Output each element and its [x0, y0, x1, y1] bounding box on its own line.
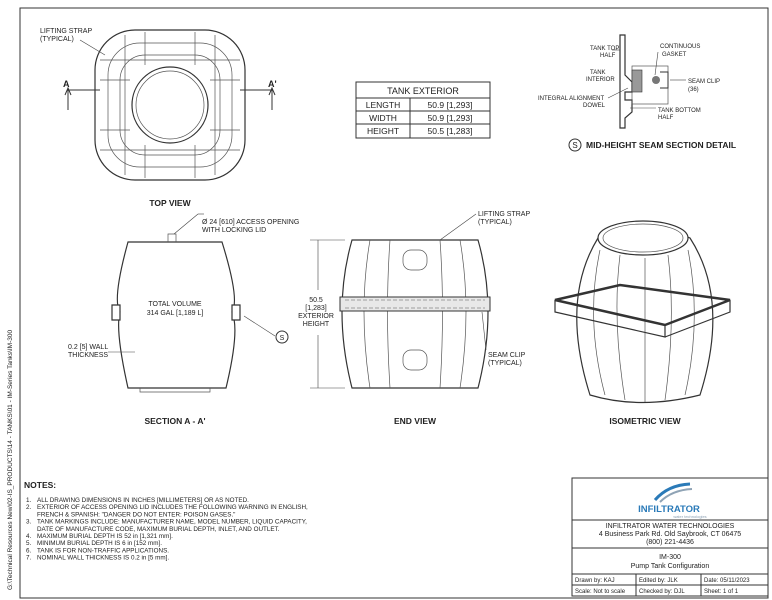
drawing-date: Date: 05/11/2023 — [704, 578, 750, 584]
section-marker-a-prime: A' — [268, 79, 277, 89]
note-number: 1. — [26, 497, 32, 504]
end-view-title: END VIEW — [394, 416, 437, 426]
note-text: FRENCH & SPANISH: "DANGER DO NOT ENTER: … — [37, 511, 235, 518]
height-dim: 50.5 — [309, 297, 323, 304]
note-text: TANK MARKINGS INCLUDE: MANUFACTURER NAME… — [37, 519, 307, 526]
end-strap-label-2: (TYPICAL) — [478, 219, 512, 226]
label-seam-clip-qty: (36) — [688, 87, 699, 93]
end-view: 50.5 [1,283] EXTERIOR HEIGHT LIFTING STR… — [298, 211, 530, 426]
seam-section-detail: TANK TOP HALF CONTINUOUS GASKET TANK INT… — [538, 34, 736, 152]
note-number: 3. — [26, 519, 32, 526]
sheet-border — [19, 7, 769, 599]
top-view: A A' LIFTING STRAP (TYPICAL) TOP VIEW — [40, 28, 277, 208]
row-value-length: 50.9 [1,293] — [428, 100, 473, 110]
label-tank-top: TANK TOP — [590, 46, 619, 52]
seam-clip-label: SEAM CLIP — [488, 352, 526, 359]
seam-callout: S — [280, 335, 285, 342]
label-gasket-2: GASKET — [662, 52, 687, 58]
note-text: EXTERIOR OF ACCESS OPENING LID INCLUDES … — [37, 504, 308, 511]
note-text: MAXIMUM BURIAL DEPTH IS 52 in [1,321 mm]… — [37, 533, 173, 540]
logo-subtext: water technologies — [673, 514, 706, 519]
volume-label: TOTAL VOLUME — [148, 301, 201, 308]
notes-title: NOTES: — [24, 480, 56, 490]
seam-symbol: S — [572, 141, 577, 150]
drawn-by: Drawn by: KAJ — [575, 578, 615, 584]
note-number: 5. — [26, 540, 32, 547]
section-outline — [116, 241, 236, 389]
end-strap-label: LIFTING STRAP — [478, 211, 530, 218]
row-label-width: WIDTH — [369, 113, 397, 123]
seam-symbol-circle — [568, 138, 582, 152]
row-value-height: 50.5 [1,283] — [428, 126, 473, 136]
volume-value: 314 GAL [1,189 L] — [147, 310, 204, 317]
company-phone: (800) 221-4436 — [646, 539, 694, 546]
label-tank-bottom-half: HALF — [658, 115, 674, 121]
row-value-width: 50.9 [1,293] — [428, 113, 473, 123]
table-header: TANK EXTERIOR — [387, 86, 459, 96]
seam-detail-title: MID-HEIGHT SEAM SECTION DETAIL — [586, 140, 736, 150]
row-label-height: HEIGHT — [367, 126, 399, 136]
title-block: INFILTRATOR water technologies INFILTRAT… — [571, 477, 769, 597]
label-tank-bottom: TANK BOTTOM — [658, 108, 701, 114]
sheet-number: Sheet: 1 of 1 — [704, 589, 739, 595]
height-dim-mm: [1,283] — [305, 305, 326, 312]
tank-exterior-table: TANK EXTERIOR LENGTH 50.9 [1,293] WIDTH … — [355, 81, 491, 139]
top-view-title: TOP VIEW — [149, 198, 191, 208]
note-text: MINIMUM BURIAL DEPTH IS 6 in [152 mm]. — [37, 540, 162, 547]
access-opening-label-2: WITH LOCKING LID — [202, 227, 266, 234]
note-text: NOMINAL WALL THICKNESS IS 0.2 in [5 mm]. — [37, 555, 169, 562]
end-view-outline — [341, 239, 489, 389]
note-number: 2. — [26, 504, 32, 511]
note-text: DATE OF MANUFACTURE CODE, MAXIMUM BURIAL… — [37, 526, 280, 533]
label-dowel: INTEGRAL ALIGNMENT — [538, 96, 604, 102]
drawing-description: Pump Tank Configuration — [631, 563, 710, 570]
label-seam-clip: SEAM CLIP — [688, 79, 720, 85]
note-number: 4. — [26, 533, 32, 540]
wall-label: 0.2 [5] WALL — [68, 344, 108, 351]
section-view-title: SECTION A - A' — [144, 416, 205, 426]
note-number: 7. — [26, 555, 32, 562]
note-text: ALL DRAWING DIMENSIONS IN INCHES [MILLIM… — [37, 497, 249, 504]
strap-label-typical: (TYPICAL) — [40, 36, 74, 43]
model-number: IM-300 — [659, 554, 681, 561]
label-interior-2: INTERIOR — [586, 77, 615, 83]
label-tank-top-half: HALF — [600, 53, 616, 59]
checked-by: Checked by: DJL — [639, 589, 685, 595]
seam-clip-label-2: (TYPICAL) — [488, 360, 522, 367]
label-gasket: CONTINUOUS — [660, 44, 700, 50]
file-path: G:\Technical Resources New\02-IS_PRODUCT… — [7, 330, 14, 590]
height-dim-label-2: HEIGHT — [303, 321, 330, 328]
company-address: 4 Business Park Rd. Old Saybrook, CT 064… — [599, 531, 741, 538]
drawing-scale: Scale: Not to scale — [575, 589, 626, 595]
access-opening — [131, 66, 209, 144]
section-view: Ø 24 [610] ACCESS OPENING WITH LOCKING L… — [68, 213, 299, 426]
infiltrator-logo: INFILTRATOR water technologies — [638, 482, 707, 519]
section-marker-a: A — [63, 79, 70, 89]
company-name: INFILTRATOR WATER TECHNOLOGIES — [606, 523, 735, 530]
access-opening-label: Ø 24 [610] ACCESS OPENING — [202, 219, 299, 226]
height-dim-label: EXTERIOR — [298, 313, 334, 320]
edited-by: Edited by: JLK — [639, 578, 678, 584]
row-label-length: LENGTH — [366, 100, 400, 110]
note-number: 6. — [26, 547, 32, 554]
label-interior: TANK — [590, 70, 606, 76]
note-text: TANK IS FOR NON-TRAFFIC APPLICATIONS. — [37, 547, 169, 554]
isometric-view: ISOMETRIC VIEW — [554, 220, 731, 426]
label-dowel-2: DOWEL — [583, 103, 606, 109]
strap-label: LIFTING STRAP — [40, 28, 92, 35]
logo-text: INFILTRATOR — [638, 504, 700, 515]
isometric-view-title: ISOMETRIC VIEW — [609, 416, 681, 426]
notes: NOTES: 1. ALL DRAWING DIMENSIONS IN INCHE… — [24, 480, 308, 562]
wall-label-2: THICKNESS — [68, 352, 108, 359]
